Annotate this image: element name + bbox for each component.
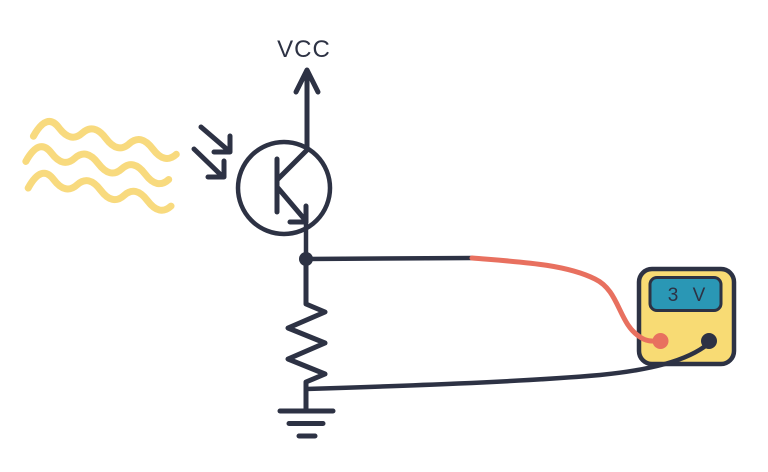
light-ray [24,169,175,214]
black-probe-terminal [701,333,717,349]
vcc-label: VCC [277,36,331,63]
multimeter-display [648,276,723,312]
multimeter-reading: 3 V [668,285,707,306]
light-rays-icon [22,118,180,214]
light-ray [29,118,180,162]
junction-dot [299,252,313,266]
output-wire [303,255,475,262]
light-ray [22,143,173,188]
phototransistor-symbol [235,139,333,262]
transistor-circle [235,139,333,237]
incident-light-arrow [191,146,227,180]
red-probe-terminal [652,333,669,349]
incident-light-arrow [198,124,233,155]
collector-lead [275,147,310,182]
vcc-arrow-icon [293,67,321,153]
black-probe-wire [303,341,711,392]
ground-symbol [277,408,336,439]
multimeter: 3 V [636,266,737,367]
resistor-symbol [285,256,328,414]
red-probe-wire [469,255,664,344]
incident-light-arrows [191,124,233,180]
emitter-lead [275,185,309,224]
